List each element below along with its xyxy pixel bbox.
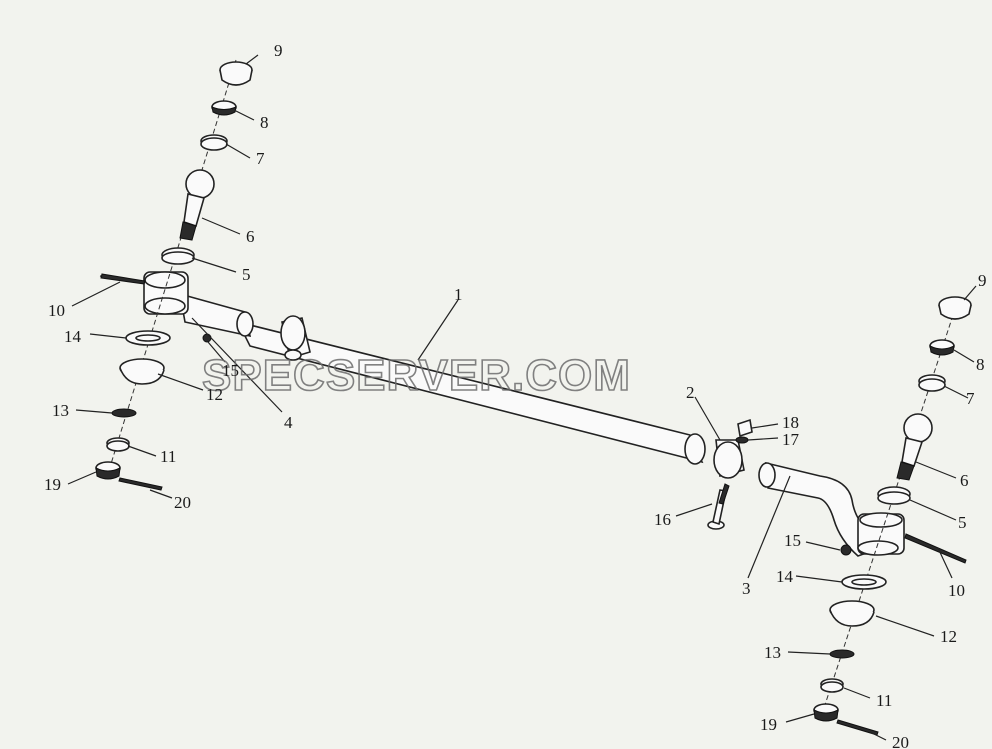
callout-labels: 1 2 3 4 9 8 7 6 5 10 14 15 12 13 11 19 2…	[44, 41, 987, 749]
callout-left-11: 11	[160, 447, 176, 466]
watermark-text: SPECSERVER.COM	[202, 351, 631, 400]
left-grease-fitting	[202, 333, 212, 343]
callout-4: 4	[284, 413, 293, 432]
callout-right-13: 13	[764, 643, 781, 662]
left-gasket	[125, 330, 171, 346]
tie-rod-tube	[236, 320, 706, 465]
callout-right-15: 15	[784, 531, 801, 550]
right-tie-rod-end	[758, 461, 905, 557]
right-small-washer	[820, 678, 844, 693]
callout-right-11: 11	[876, 691, 892, 710]
callout-right-14: 14	[776, 567, 794, 586]
right-nut	[929, 339, 955, 356]
right-washer	[918, 374, 946, 392]
left-small-washer	[106, 437, 130, 452]
left-dust-cap	[219, 61, 253, 86]
right-cotter-pin	[904, 533, 967, 564]
right-dust-cap	[938, 296, 972, 320]
right-ball-stud	[896, 413, 933, 481]
right-seal	[877, 486, 911, 505]
left-nut	[211, 100, 237, 116]
callout-left-5: 5	[242, 265, 251, 284]
callout-right-9: 9	[978, 271, 987, 290]
left-castle-nut	[95, 461, 121, 480]
right-castle-nut	[813, 703, 839, 722]
callout-left-19: 19	[44, 475, 61, 494]
callout-left-9: 9	[274, 41, 283, 60]
leader-lines	[67, 54, 977, 741]
callout-left-12: 12	[206, 385, 223, 404]
callout-right-5: 5	[958, 513, 967, 532]
left-cotter-pin	[99, 273, 146, 285]
callout-left-7: 7	[256, 149, 265, 168]
callout-1: 1	[454, 285, 463, 304]
tube-clamp-left	[280, 315, 311, 361]
callout-right-8: 8	[976, 355, 985, 374]
left-ball-stud	[179, 169, 215, 241]
callout-right-16: 16	[654, 510, 671, 529]
left-tie-rod-end	[143, 271, 254, 338]
callout-left-15: 15	[222, 361, 239, 380]
left-boot	[119, 358, 165, 385]
callout-left-20: 20	[174, 493, 191, 512]
right-boot	[829, 600, 875, 627]
callout-left-8: 8	[260, 113, 269, 132]
callout-right-6: 6	[960, 471, 969, 490]
right-lock-washer	[829, 649, 855, 659]
callout-right-7: 7	[966, 389, 975, 408]
right-clamp	[713, 439, 745, 479]
callout-right-20: 20	[892, 733, 909, 749]
clamp-bolt	[707, 483, 730, 530]
left-castle-cotter	[118, 477, 163, 491]
callout-3: 3	[742, 579, 751, 598]
right-gasket	[841, 574, 887, 590]
left-assembly-axis	[105, 59, 237, 481]
callout-left-14: 14	[64, 327, 82, 346]
callout-right-17: 17	[782, 430, 800, 449]
left-seal	[161, 247, 195, 265]
callout-left-10: 10	[48, 301, 65, 320]
callout-right-12: 12	[940, 627, 957, 646]
callout-right-10: 10	[948, 581, 965, 600]
left-washer	[200, 134, 228, 151]
right-grease-fitting	[840, 544, 852, 556]
callout-left-6: 6	[246, 227, 255, 246]
callout-2: 2	[686, 383, 695, 402]
left-lock-washer	[111, 408, 137, 418]
callout-right-18: 18	[782, 413, 799, 432]
callout-right-19: 19	[760, 715, 777, 734]
callout-left-13: 13	[52, 401, 69, 420]
